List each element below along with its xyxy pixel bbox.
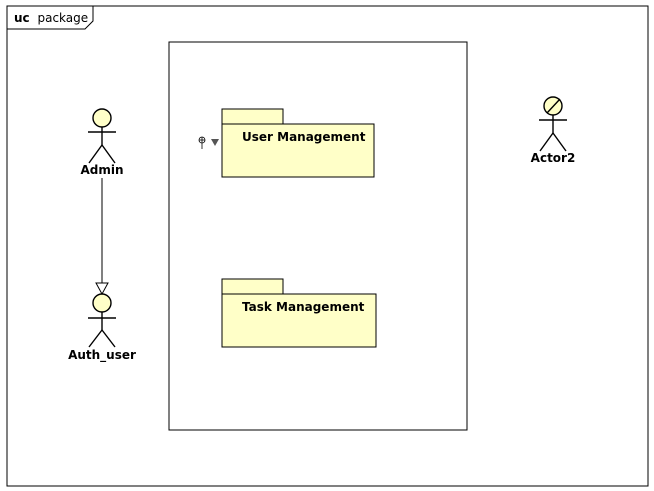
actor-admin[interactable]: Admin bbox=[80, 108, 124, 177]
frame-name: package bbox=[37, 11, 88, 25]
system-boundary[interactable] bbox=[168, 41, 468, 431]
package-user-management[interactable]: User Management bbox=[221, 108, 375, 178]
generalization-arrow[interactable] bbox=[95, 178, 109, 296]
frame-title: uc package bbox=[14, 11, 88, 25]
dropdown-triangle-icon[interactable] bbox=[211, 139, 219, 146]
package-label: User Management bbox=[242, 130, 366, 144]
package-body bbox=[221, 123, 375, 178]
actor-auth-user[interactable]: Auth_user bbox=[68, 293, 136, 363]
package-tab bbox=[221, 278, 284, 295]
actor-label: Auth_user bbox=[68, 348, 136, 363]
frame-keyword: uc bbox=[14, 11, 30, 25]
actor-label: Admin bbox=[80, 163, 123, 177]
package-task-management[interactable]: Task Management bbox=[221, 278, 377, 348]
actor-head-slash bbox=[546, 98, 561, 114]
actor-head bbox=[92, 108, 112, 128]
actor-head bbox=[92, 293, 112, 313]
package-label: Task Management bbox=[242, 300, 365, 314]
nested-marker-icon[interactable] bbox=[198, 136, 206, 149]
actor-label: Actor2 bbox=[531, 151, 576, 165]
frame-title-tab bbox=[7, 6, 94, 30]
package-body bbox=[221, 293, 377, 348]
actor-actor2[interactable]: Actor2 bbox=[531, 96, 576, 165]
package-tab bbox=[221, 108, 284, 125]
diagram-frame bbox=[6, 5, 649, 487]
